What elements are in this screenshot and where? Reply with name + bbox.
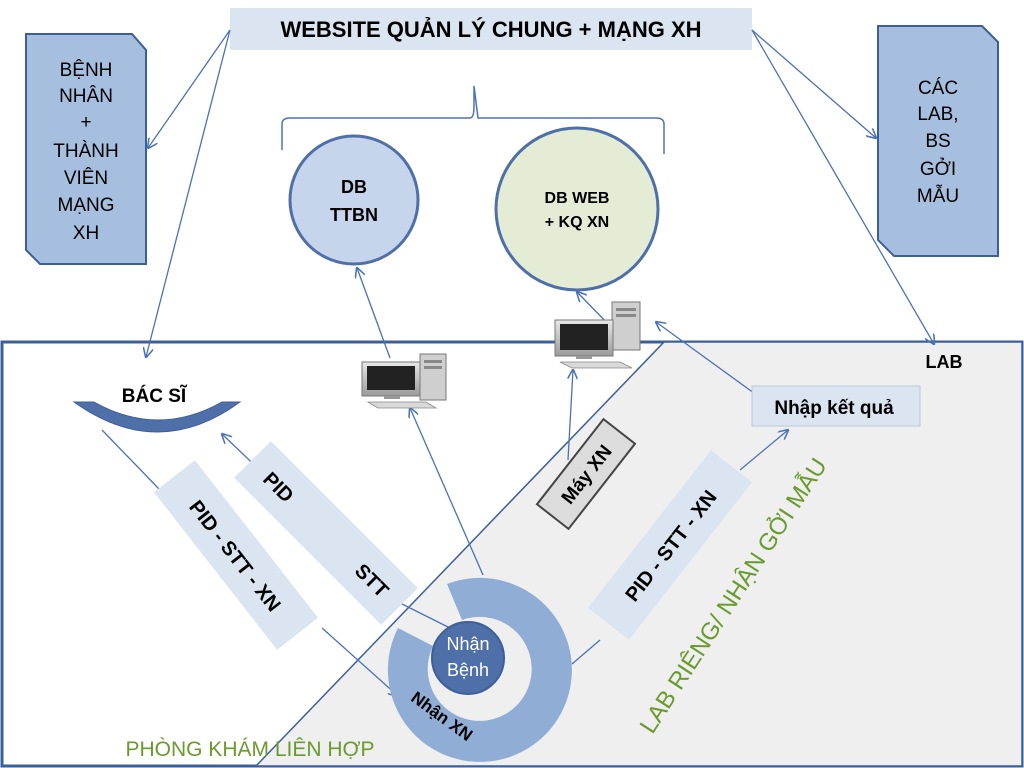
svg-text:DB: DB: [341, 177, 367, 197]
labs-doctors-card: CÁC LAB, BS GỞI MẪU: [877, 25, 999, 257]
svg-text:MẪU: MẪU: [917, 185, 959, 207]
enter-results-box: Nhập kết quả: [751, 385, 921, 427]
computer-icon: [361, 353, 447, 409]
website-title: WEBSITE QUẢN LÝ CHUNG + MẠNG XH: [280, 17, 701, 42]
svg-text:MẠNG: MẠNG: [58, 195, 115, 216]
computer-icon: [554, 301, 641, 369]
db-web-circle: DB WEB + KQ XN: [494, 126, 660, 292]
svg-text:Bệnh: Bệnh: [447, 660, 489, 680]
svg-text:DB WEB: DB WEB: [545, 190, 610, 207]
svg-text:XH: XH: [73, 223, 99, 244]
connector-lines: [101, 29, 934, 696]
db-ttbn-circle: DB TTBN: [288, 134, 420, 266]
svg-text:+ KQ XN: + KQ XN: [545, 214, 609, 231]
svg-text:BỆNH: BỆNH: [60, 59, 113, 81]
svg-text:TTBN: TTBN: [330, 205, 378, 225]
lab-label: LAB: [926, 352, 963, 372]
clinic-label: PHÒNG KHÁM LIÊN HỢP: [125, 738, 374, 761]
svg-text:NHÂN: NHÂN: [59, 85, 113, 107]
doctor-node: BÁC SĨ: [72, 385, 242, 433]
website-title-box: WEBSITE QUẢN LÝ CHUNG + MẠNG XH: [230, 8, 752, 50]
svg-text:GỞI: GỞI: [920, 158, 956, 180]
database-brace: [281, 85, 665, 154]
svg-text:BS: BS: [925, 131, 950, 152]
patient-member-card: BỆNH NHÂN + THÀNH VIÊN MẠNG XH: [25, 33, 147, 265]
pid-stt-strip: PID STT: [234, 441, 418, 625]
patient-intake-circle: Nhận Bệnh: [431, 621, 505, 695]
svg-text:CÁC: CÁC: [918, 78, 958, 99]
svg-text:VIÊN: VIÊN: [64, 167, 108, 189]
svg-text:LAB,: LAB,: [917, 104, 958, 125]
svg-text:+: +: [80, 112, 91, 133]
svg-text:THÀNH: THÀNH: [53, 141, 118, 162]
svg-text:Nhận: Nhận: [446, 634, 489, 654]
svg-text:BÁC SĨ: BÁC SĨ: [122, 385, 188, 407]
svg-text:Nhập kết quả: Nhập kết quả: [774, 398, 894, 419]
